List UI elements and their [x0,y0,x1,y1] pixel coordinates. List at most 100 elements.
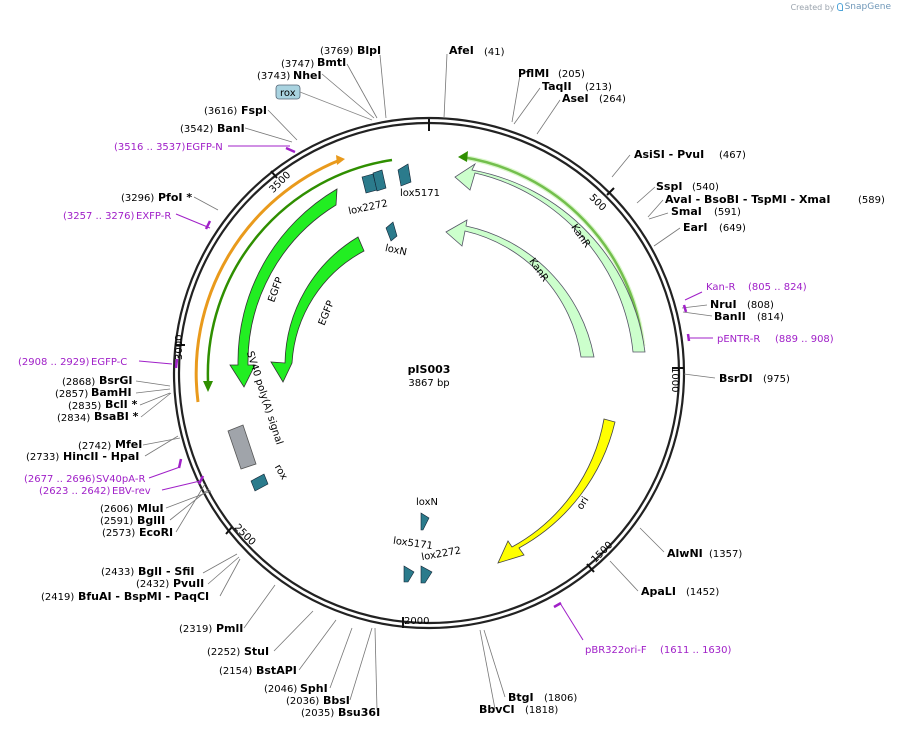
primer-range-ebv-rev: (2623 .. 2642) [39,486,111,497]
primer-ticks [174,146,691,609]
primer-labels: (3516 .. 3537) EGFP-N (3257 .. 3276) EXF… [18,142,834,656]
site-name-btgi: BtgI [508,691,534,704]
site-name-pflmi: PflMI [518,67,549,80]
primer-pentr-r-mark [686,333,691,342]
site-pos-pvuii: (2432) [136,579,169,590]
site-pos-asei: (264) [599,94,626,105]
site-pos-ecori: (2573) [102,528,135,539]
lox5171-top-arrow [397,163,412,187]
site-name-ecori: EcoRI [139,526,173,539]
site-name-nrui: NruI [710,298,737,311]
site-pos-taqii: (213) [585,82,612,93]
primer-sv40pa-r-mark [177,458,183,469]
site-pos-sphi: (2046) [264,684,297,695]
site-name-bsu36i: Bsu36I [338,706,380,719]
site-name-banii: BanII [714,310,746,323]
primer-name-kan-r: Kan-R [706,282,735,293]
site-name-taqii: TaqII [542,80,572,93]
site-name-bmti: BmtI [317,56,346,69]
loxn-top-arrow [385,221,398,242]
snapgene-logo-icon [836,3,843,11]
plasmid-name: pIS003 [408,363,451,376]
site-name-bbvci: BbvCI [479,703,515,716]
site-pos-apali: (1452) [686,587,719,598]
snapgene-brand: Created by SnapGene [791,2,891,12]
kanr-outer-arrow [454,162,646,353]
loxn-bottom-label: loxN [416,497,438,508]
lox5171-bottom-arrow [403,565,415,583]
site-pos-nrui: (808) [747,300,774,311]
egfp-inner-arrow [270,236,365,383]
primer-range-exfp-r: (3257 .. 3276) [63,211,135,222]
site-name-bsabi: BsaBI * [94,410,139,423]
site-name-bgli: BglI - SfiI [138,565,195,578]
orf-kanr-arrowhead [458,151,468,162]
site-name-bsrgi: BsrGI [99,374,132,387]
primer-name-pentr-r: pENTR-R [717,334,760,345]
site-pos-smai: (591) [714,207,741,218]
plasmid-size: 3867 bp [408,378,449,389]
site-pos-pflmi: (205) [558,69,585,80]
snapgene-name: SnapGene [844,2,891,12]
site-pos-bamhi: (2857) [55,389,88,400]
primer-kan-r-mark [682,304,688,313]
primer-name-ebv-rev: EBV-rev [112,486,151,497]
site-pos-eari: (649) [719,223,746,234]
ori-arrow [497,418,616,564]
primer-range-egfp-c: (2908 .. 2929) [18,357,90,368]
rox-inner-label: rox [272,463,289,482]
site-name-hincii: HincII - HpaI [63,450,139,463]
egfp-inner-label: EGFP [317,299,337,327]
site-name-bglii: BglII [137,514,165,527]
primer-range-sv40pa-r: (2677 .. 2696) [24,474,96,485]
site-pos-bsrdi: (975) [763,374,790,385]
site-name-stui: StuI [244,645,269,658]
tick-label-1000: 1000 [669,367,680,392]
tick-label-3000: 3000 [174,335,185,360]
site-pos-bsrgi: (2868) [62,377,95,388]
site-name-smai: SmaI [671,205,702,218]
egfp-outer-arrow [229,188,338,388]
site-pos-bgli: (2433) [101,567,134,578]
tick-500 [606,187,615,196]
site-pos-stui: (2252) [207,647,240,658]
site-pos-afei: (41) [484,47,505,58]
site-pos-avai: (589) [858,195,885,206]
primer-name-egfp-c: EGFP-C [91,357,127,368]
primer-egfp-n-mark [285,146,296,154]
site-name-mlui: MluI [137,502,164,515]
lox2272-bottom-arrow [420,565,433,584]
orf-egfp-orange-arc [194,158,341,403]
sv40-box [227,424,257,470]
site-name-asisi: AsiSI - PvuI [634,148,704,161]
site-pos-pmli: (2319) [179,624,212,635]
site-leader-lines [135,53,716,711]
lox5171-top-label: lox5171 [400,188,440,199]
site-pos-alwni: (1357) [709,549,742,560]
lox5171-bottom-label: lox5171 [392,536,433,552]
site-name-bfuai: BfuAI - BspMI - PaqCI [78,590,209,603]
site-pos-bfuai: (2419) [41,592,74,603]
primer-name-pbr322ori-f: pBR322ori-F [585,645,647,656]
primer-leader-lines [138,145,713,641]
site-pos-bglii: (2591) [100,516,133,527]
site-name-afei: AfeI [449,44,474,57]
site-name-fspi: FspI [241,104,267,117]
primer-range-pbr322ori-f: (1611 .. 1630) [660,645,732,656]
site-pos-sspi: (540) [692,182,719,193]
site-name-eari: EarI [683,221,707,234]
site-name-bcli: BclI * [105,398,138,411]
loxn-bottom-arrow [420,512,430,531]
site-name-alwni: AlwNI [667,547,703,560]
primer-range-egfp-n: (3516 .. 3537) [114,142,186,153]
site-pos-blpi: (3769) [320,46,353,57]
site-name-pvuii: PvuII [173,577,204,590]
site-name-bstapi: BstAPI [256,664,297,677]
lox2272-top-label: lox2272 [347,198,388,217]
site-pos-bbvci: (1818) [525,705,558,716]
lox-elements [250,163,433,584]
site-name-pfoi: PfoI * [158,191,192,204]
site-pos-btgi: (1806) [544,693,577,704]
site-name-bbsi: BbsI [323,694,350,707]
